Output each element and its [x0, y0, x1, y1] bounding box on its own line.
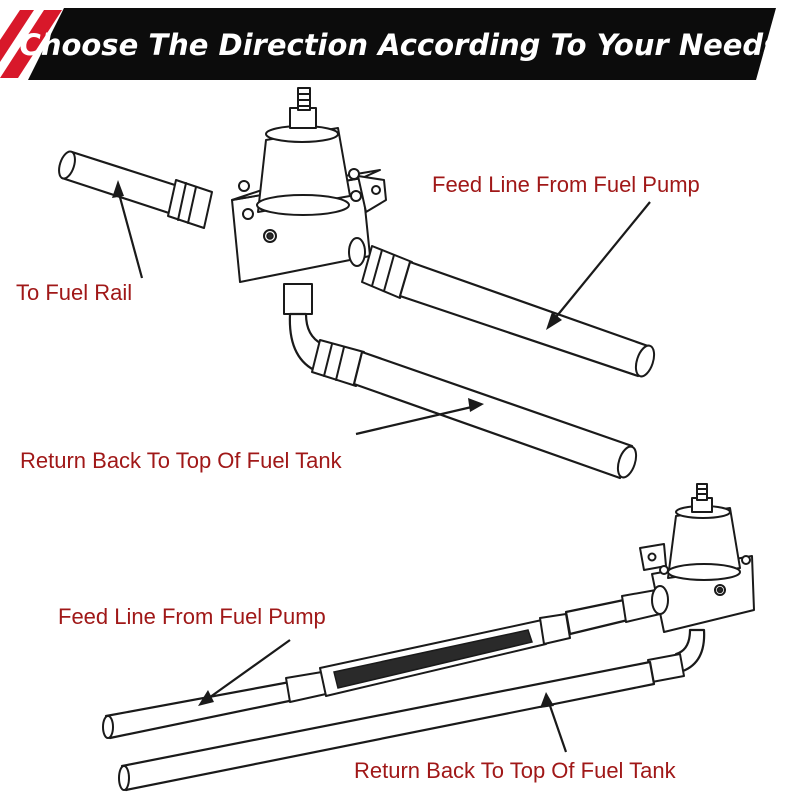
- top-mounting-bracket: [357, 175, 387, 213]
- top-fuel-rail-pipe-end: [58, 150, 76, 180]
- banner-background: [28, 8, 776, 80]
- bottom-feed-pipe-left: [104, 680, 296, 740]
- top-feed-pipe: [398, 260, 650, 378]
- bottom-regulator-assembly: [102, 483, 755, 792]
- arrow-feed-line: [546, 312, 562, 330]
- banner-title: Choose The Direction According To Your N…: [20, 28, 781, 62]
- top-bottom-outlet: [283, 283, 313, 315]
- bottom-feed-pipe-end: [102, 715, 114, 739]
- top-fuel-rail-pipe: [60, 150, 180, 216]
- top-right-fitting: [361, 245, 413, 299]
- top-left-fitting: [167, 179, 213, 229]
- arrow-bottom-return-line: [540, 692, 554, 708]
- label-top-return-line: Return Back To Top Of Fuel Tank: [20, 448, 343, 473]
- top-regulator-assembly: [58, 87, 656, 480]
- banner-accent-stripe: [0, 10, 62, 78]
- label-top-feed-line: Feed Line From Fuel Pump: [432, 172, 700, 197]
- arrow-bottom-feed-line: [198, 690, 214, 706]
- bottom-feed-fitting-left: [285, 671, 327, 703]
- top-return-pipe-end: [616, 445, 638, 479]
- arrow-to-fuel-rail: [112, 180, 124, 198]
- bottom-body-side-port: [651, 585, 669, 615]
- header-banner: Choose The Direction According To Your N…: [0, 8, 780, 80]
- top-arrows: [112, 180, 651, 436]
- label-to-fuel-rail: To Fuel Rail: [16, 280, 132, 305]
- top-feed-pipe-end: [634, 344, 656, 378]
- label-bottom-feed-line: Feed Line From Fuel Pump: [58, 604, 326, 629]
- label-bottom-return-line: Return Back To Top Of Fuel Tank: [354, 758, 677, 783]
- top-return-pipe: [352, 350, 634, 480]
- bottom-feed-pipe-right: [564, 598, 630, 636]
- bottom-adjust-screw: [696, 483, 708, 501]
- arrow-return-line: [468, 398, 484, 412]
- bottom-feed-fitting-mid: [539, 613, 571, 645]
- bottom-arrows: [198, 639, 568, 753]
- banner-accent-stripe-2: [0, 10, 34, 62]
- bottom-return-pipe-end: [118, 765, 130, 791]
- top-body-side-port: [348, 237, 366, 267]
- bottom-inline-filter-fins: [333, 629, 533, 689]
